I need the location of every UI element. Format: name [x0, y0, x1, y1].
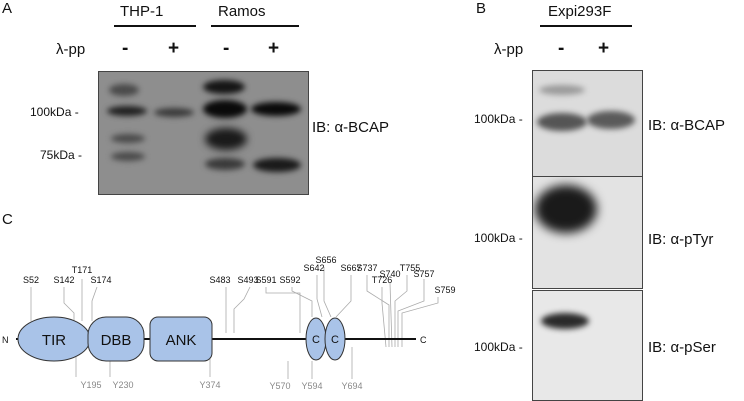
blot-band: [587, 111, 635, 129]
site-label: S737: [356, 263, 377, 273]
blot-band: [203, 100, 247, 118]
cell-line-label: Expi293F: [548, 3, 612, 20]
site-label: T726: [372, 275, 393, 285]
site-label: Y594: [301, 381, 322, 391]
blot-band: [205, 128, 247, 150]
panel-c-letter: C: [2, 211, 13, 228]
site-label: S757: [413, 269, 434, 279]
site-label: S52: [23, 275, 39, 285]
ib-label-b3: IB: α-pSer: [648, 339, 716, 356]
site-label: Y195: [80, 380, 101, 390]
site-label: S592: [279, 275, 300, 285]
mw-marker-75: 75kDa -: [40, 148, 83, 162]
blot-band: [205, 158, 245, 170]
blot-band: [539, 85, 585, 95]
lane-sign: +: [168, 38, 180, 59]
mw-marker-100: 100kDa -: [30, 105, 79, 119]
site-label: Y570: [269, 381, 290, 391]
site-label: S759: [434, 285, 455, 295]
blot-band: [541, 313, 589, 329]
blot-band: [251, 102, 301, 116]
site-label: S493: [237, 275, 258, 285]
lane-sign: +: [598, 38, 610, 59]
mw-marker-b3: 100kDa -: [474, 340, 523, 354]
lane-sign: -: [122, 38, 129, 59]
lane-sign: +: [268, 38, 280, 59]
site-label: S740: [379, 269, 400, 279]
site-label: T755: [400, 263, 421, 273]
blot-band: [535, 185, 597, 233]
western-blot-b-ptyr: [532, 176, 643, 289]
blot-band: [109, 84, 139, 96]
blot-band: [107, 106, 147, 116]
group-underline-ramos: [211, 25, 299, 27]
cell-line-underline: [540, 25, 632, 27]
site-label: S667: [340, 263, 361, 273]
ib-label-b2: IB: α-pTyr: [648, 231, 714, 248]
domain-label: C: [331, 334, 339, 346]
domain-label: DBB: [101, 332, 132, 349]
group-label-thp1: THP-1: [120, 3, 164, 20]
western-blot-b-pser: [532, 290, 643, 401]
site-label: S483: [209, 275, 230, 285]
domain-coiled-coil-2: [324, 317, 346, 361]
site-label: T171: [72, 265, 93, 275]
ib-label-b1: IB: α-BCAP: [648, 117, 726, 134]
lambda-pp-label: λ-pp: [56, 41, 86, 58]
mw-marker-b1: 100kDa -: [474, 112, 523, 126]
domain-label: TIR: [42, 332, 66, 349]
blot-band: [203, 80, 245, 94]
c-terminus: C: [420, 335, 427, 345]
site-label: Y230: [112, 380, 133, 390]
domain-label: ANK: [166, 332, 197, 349]
group-label-ramos: Ramos: [218, 3, 266, 20]
lane-sign: -: [223, 38, 230, 59]
site-label: S656: [315, 255, 336, 265]
western-blot-a: [98, 71, 309, 195]
n-terminus: N: [2, 335, 9, 345]
site-connectors: [30, 267, 439, 379]
domain-dbb: [87, 316, 145, 362]
blot-band: [537, 113, 587, 131]
ib-label-a: IB: α-BCAP: [312, 119, 390, 136]
site-label: S142: [53, 275, 74, 285]
lambda-pp-label-b: λ-pp: [494, 41, 524, 58]
panel-b-letter: B: [476, 0, 487, 17]
domain-label: C: [312, 334, 320, 346]
site-label: Y694: [341, 381, 362, 391]
blot-band: [111, 134, 145, 143]
domain-ank: [149, 316, 213, 362]
blot-band: [253, 158, 301, 172]
western-blot-b-bcap: [532, 70, 643, 177]
group-underline-thp1: [114, 25, 196, 27]
mw-marker-b2: 100kDa -: [474, 231, 523, 245]
site-label: S591: [255, 275, 276, 285]
panel-a-letter: A: [2, 0, 13, 17]
lane-sign: -: [558, 38, 565, 59]
site-label: S642: [303, 263, 324, 273]
blot-band: [154, 108, 194, 117]
bcap-domain-diagram: TIR DBB ANK C C N C S52 S142 T171 S174 S…: [2, 255, 456, 391]
site-label: S174: [90, 275, 111, 285]
blot-band: [111, 152, 145, 161]
site-label: Y374: [199, 380, 220, 390]
